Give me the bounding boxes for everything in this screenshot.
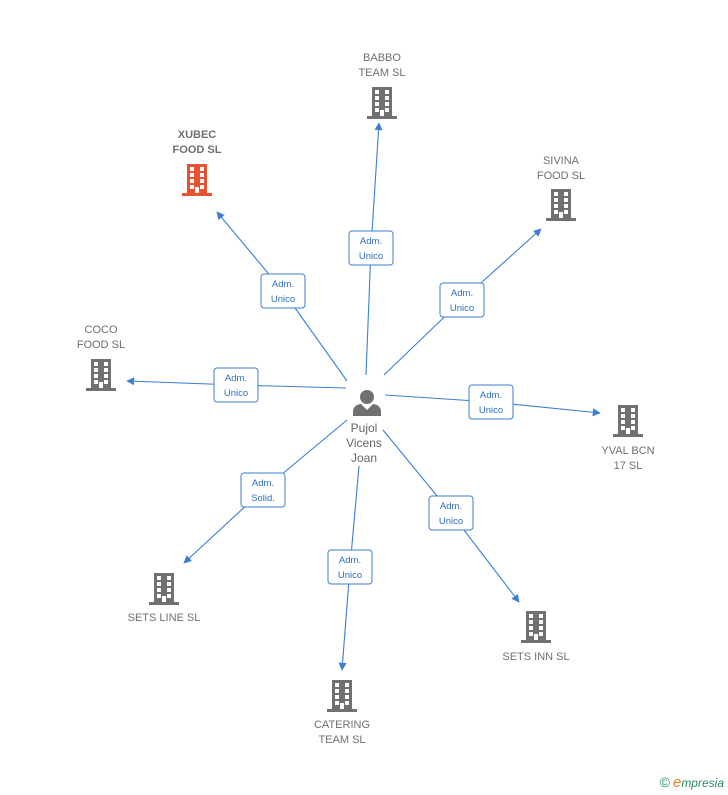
- company-node-setsline[interactable]: SETS LINE SL: [128, 573, 201, 624]
- company-node-xubec[interactable]: XUBEC FOOD SL: [173, 129, 222, 196]
- role-label-line: Adm.: [480, 390, 502, 401]
- brand-logo-initial: e: [672, 774, 682, 791]
- company-label-line: CATERING: [314, 719, 370, 731]
- role-label-line: Adm.: [451, 288, 473, 299]
- person-node[interactable]: Pujol Vicens Joan: [346, 390, 382, 465]
- role-label-line: Adm.: [360, 236, 382, 247]
- company-label-line: SETS LINE SL: [128, 612, 201, 624]
- company-label-line: FOOD SL: [537, 170, 585, 182]
- company-node-coco[interactable]: COCO FOOD SL: [77, 324, 125, 391]
- role-label-line: Adm.: [272, 279, 294, 290]
- person-name-line-2: Vicens: [346, 436, 382, 450]
- building-icon: [86, 359, 116, 391]
- edge-sivina: Adm. Unico: [383, 228, 542, 376]
- company-label-line: FOOD SL: [173, 144, 222, 156]
- building-icon: [367, 87, 397, 119]
- company-node-yval[interactable]: YVAL BCN 17 SL: [601, 405, 655, 472]
- role-label-line: Unico: [359, 251, 383, 262]
- company-label-line: TEAM SL: [358, 67, 405, 79]
- building-icon: [546, 189, 576, 221]
- role-label-line: Unico: [450, 303, 474, 314]
- edge-yval: Adm. Unico: [384, 384, 601, 420]
- edge-setsline: Adm. Solid.: [183, 419, 348, 564]
- role-label-line: Adm.: [440, 501, 462, 512]
- role-badge[interactable]: [240, 472, 286, 508]
- company-label-line: TEAM SL: [318, 734, 365, 746]
- company-label-line: SETS INN SL: [502, 651, 569, 663]
- person-name-line-1: Pujol: [351, 421, 378, 435]
- edge-babbo: Adm. Unico: [348, 122, 394, 376]
- edge-xubec: Adm. Unico: [216, 211, 348, 382]
- building-icon: [521, 611, 551, 643]
- copyright-icon: ©: [659, 774, 670, 790]
- role-label-line: Unico: [224, 388, 248, 399]
- company-label-line: SIVINA: [543, 155, 580, 167]
- brand-footer: ©empresia: [660, 774, 724, 791]
- company-label-line: FOOD SL: [77, 339, 125, 351]
- edge-coco: Adm. Unico: [126, 367, 347, 403]
- company-label-line: XUBEC: [178, 129, 217, 141]
- building-icon: [182, 164, 212, 196]
- role-badge[interactable]: [439, 282, 485, 318]
- brand-logo-text: mpresia: [681, 776, 724, 790]
- role-badge[interactable]: [327, 549, 373, 585]
- company-node-babbo[interactable]: BABBO TEAM SL: [358, 52, 406, 119]
- company-label-line: BABBO: [363, 52, 401, 64]
- building-icon: [613, 405, 643, 437]
- role-label-line: Unico: [479, 405, 503, 416]
- building-icon: [327, 680, 357, 712]
- role-label-line: Unico: [338, 570, 362, 581]
- role-badge[interactable]: [428, 495, 474, 531]
- edge-catering: Adm. Unico: [327, 465, 373, 671]
- company-node-sivina[interactable]: SIVINA FOOD SL: [537, 155, 585, 221]
- role-label-line: Solid.: [251, 493, 275, 504]
- role-badge[interactable]: [468, 384, 514, 420]
- person-icon: [353, 390, 381, 416]
- company-node-setsinn[interactable]: SETS INN SL: [502, 611, 570, 663]
- role-label-line: Unico: [439, 516, 463, 527]
- role-label-line: Unico: [271, 294, 295, 305]
- edge-setsinn: Adm. Unico: [382, 429, 520, 603]
- company-label-line: COCO: [85, 324, 118, 336]
- role-badge[interactable]: [213, 367, 259, 403]
- company-label-line: 17 SL: [614, 460, 643, 472]
- role-label-line: Adm.: [339, 555, 361, 566]
- company-label-line: YVAL BCN: [601, 445, 654, 457]
- person-name-line-3: Joan: [351, 451, 377, 465]
- role-badge[interactable]: [348, 230, 394, 266]
- building-icon: [149, 573, 179, 605]
- role-label-line: Adm.: [252, 478, 274, 489]
- company-node-catering[interactable]: CATERING TEAM SL: [314, 680, 370, 746]
- role-label-line: Adm.: [225, 373, 247, 384]
- role-badge[interactable]: [260, 273, 306, 309]
